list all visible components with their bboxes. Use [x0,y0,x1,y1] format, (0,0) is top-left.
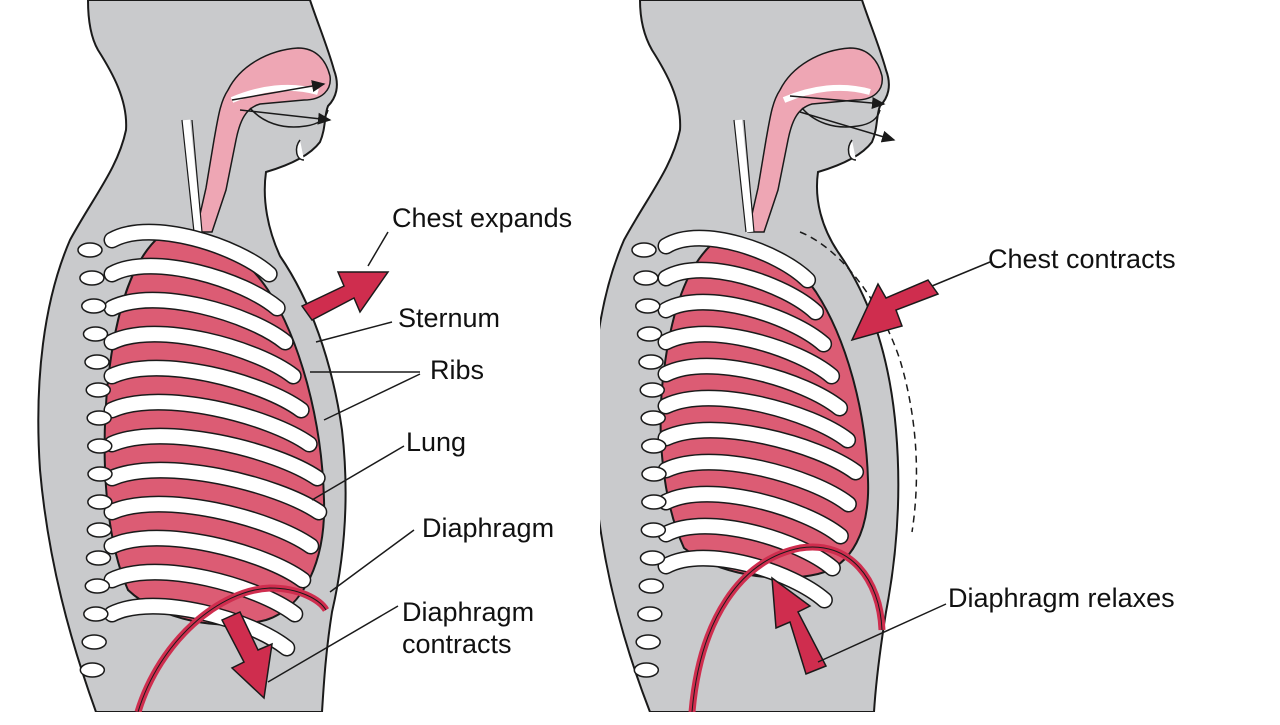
rib-fill [659,487,848,543]
rib-fill [659,231,815,287]
diaphragm-contracts-arrow [220,611,273,700]
rib-fill [659,519,840,575]
rib-fill [105,327,301,383]
vertebra [87,466,113,482]
vertebra [83,606,109,622]
vertebra [633,662,660,678]
label-lung: Lung [406,427,467,457]
vertebra [87,438,113,454]
vertebra [87,494,113,510]
vertebra [86,410,112,426]
label-chest-expands: Chest expands [392,203,573,233]
label-diaphragm-contracts-line1: Diaphragm [402,597,535,627]
rib-fill [105,565,302,621]
rib-fill [659,263,823,319]
rib-fill [105,497,318,553]
vertebra [636,326,663,342]
rib-fill [659,391,855,447]
rib-fill [659,551,832,607]
label-diaphragm-contracts-line2: contracts [402,629,512,659]
vertebra [639,550,666,566]
inhalation-figure [37,0,390,712]
rib-fill [659,423,863,479]
rib-fill [105,293,293,349]
rib-fill [659,455,856,511]
ribs-right [657,229,865,609]
vertebra [641,494,667,510]
spine-left [77,242,113,678]
rib-fill [105,429,325,485]
rib-fill [105,259,285,315]
expanded-chest-outline [799,231,918,533]
rib-fill [105,225,277,281]
rib-fill [659,327,839,383]
rib-fill [659,295,831,351]
vertebra [641,438,667,454]
vertebra [79,270,105,286]
vertebra [640,522,667,538]
rib-fill [105,395,317,451]
vertebra [635,298,661,314]
label-diaphragm: Diaphragm [422,513,555,543]
vertebra [640,410,666,426]
ribs-left [103,223,328,657]
label-sternum: Sternum [398,303,501,333]
vertebra [638,578,665,594]
rib-fill [105,361,309,417]
vertebra [84,354,110,370]
vertebra [82,326,109,342]
leader-lines-right [817,261,991,663]
leader-lines-left [267,231,421,683]
spine-right [631,242,667,678]
vertebra [77,242,103,258]
rib-fill [105,463,326,519]
airway-left [181,47,332,233]
vertebra [86,522,113,538]
vertebra [639,382,665,398]
vertebra [81,298,107,314]
rib-fill [659,359,847,415]
vertebra [635,634,661,650]
vertebra [84,578,111,594]
vertebra [631,242,657,258]
chest-contracts-arrow [850,279,940,342]
vertebra [638,354,664,370]
label-ribs: Ribs [430,355,485,385]
rib-fill [105,531,310,587]
vertebra [81,634,107,650]
airway-right [733,47,896,233]
vertebra [85,550,112,566]
vertebra [641,466,667,482]
label-diaphragm-relaxes: Diaphragm relaxes [948,583,1175,613]
chest-expands-arrow [300,271,390,321]
vertebra [633,270,659,286]
diaphragm-relaxes-arrow [771,576,828,675]
exhalation-figure [600,0,940,712]
label-chest-contracts: Chest contracts [988,244,1176,274]
vertebra [637,606,663,622]
vertebra [79,662,106,678]
vertebra [85,382,111,398]
